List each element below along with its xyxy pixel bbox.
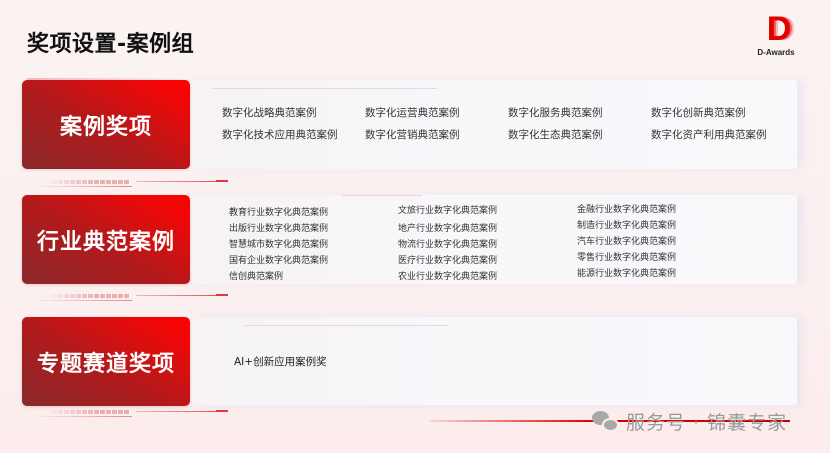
industry-item: 信创典范案例 xyxy=(229,272,284,282)
wechat-icon xyxy=(592,410,620,433)
award-item: 数字化服务典范案例 xyxy=(508,107,603,119)
watermark-text: 服务号 · 锦囊专家 xyxy=(626,412,788,434)
case-awards-grid: 数字化战略典范案例 数字化运营典范案例 数字化服务典范案例 数字化创新典范案例 … xyxy=(222,106,794,143)
industry-item: 国有企业数字化典范案例 xyxy=(229,256,329,266)
case-awards-panel: 数字化战略典范案例 数字化运营典范案例 数字化服务典范案例 数字化创新典范案例 … xyxy=(192,80,797,169)
industry-item: 制造行业数字化典范案例 xyxy=(577,221,677,231)
section-label-industry-cases: 行业典范案例 xyxy=(22,195,190,284)
section-case-awards: 案例奖项 数字化战略典范案例 数字化运营典范案例 数字化服务典范案例 数字化创新… xyxy=(22,80,797,169)
industry-item: 农业行业数字化典范案例 xyxy=(398,272,498,282)
panel-divider xyxy=(342,195,422,196)
industry-item: 能源行业数字化典范案例 xyxy=(577,269,677,279)
section-label-case-awards: 案例奖项 xyxy=(22,80,190,169)
industry-item: 教育行业数字化典范案例 xyxy=(229,208,329,218)
award-item: 数字化创新典范案例 xyxy=(651,107,746,119)
industry-item: 地产行业数字化典范案例 xyxy=(398,224,498,234)
connector-line xyxy=(136,295,226,296)
industry-item: 医疗行业数字化典范案例 xyxy=(398,256,498,266)
connector-cap xyxy=(216,180,228,182)
industry-cases-panel: 教育行业数字化典范案例 出版行业数字化典范案例 智慧城市数字化典范案例 国有企业… xyxy=(192,195,797,284)
connector-cap xyxy=(216,410,228,412)
connector-line xyxy=(136,181,226,182)
industry-column-3: 金融行业数字化典范案例 制造行业数字化典范案例 汽车行业数字化典范案例 零售行业… xyxy=(577,202,676,282)
topic-track-panel: AI+创新应用案例奖 xyxy=(192,317,797,405)
industry-item: 出版行业数字化典范案例 xyxy=(229,224,329,234)
d-awards-logo: D D-Awards xyxy=(757,10,798,57)
panel-divider xyxy=(244,325,449,326)
award-item: 数字化资产利用典范案例 xyxy=(651,129,767,141)
panel-divider xyxy=(212,88,437,89)
connector-dashes xyxy=(46,410,130,414)
industry-item: 金融行业数字化典范案例 xyxy=(577,205,677,215)
industry-item: 物流行业数字化典范案例 xyxy=(398,240,498,250)
section-connector xyxy=(30,293,230,303)
connector-base xyxy=(30,416,132,417)
award-item: 数字化生态典范案例 xyxy=(508,129,603,141)
connector-dashes xyxy=(46,294,130,298)
industry-item: 零售行业数字化典范案例 xyxy=(577,253,677,263)
connector-base xyxy=(30,300,132,301)
section-connector xyxy=(30,409,230,419)
industry-column-1: 教育行业数字化典范案例 出版行业数字化典范案例 智慧城市数字化典范案例 国有企业… xyxy=(229,205,328,285)
title-underline xyxy=(27,78,187,80)
award-item: 数字化运营典范案例 xyxy=(365,107,460,119)
connector-base xyxy=(30,186,132,187)
connector-cap xyxy=(216,294,228,296)
section-label-topic-track: 专题赛道奖项 xyxy=(22,317,190,406)
award-item: 数字化营销典范案例 xyxy=(365,129,460,141)
watermark: 服务号 · 锦囊专家 xyxy=(592,408,787,435)
award-item: 数字化战略典范案例 xyxy=(222,107,317,119)
section-topic-track-awards: 专题赛道奖项 AI+创新应用案例奖 xyxy=(22,317,797,406)
connector-line xyxy=(136,411,226,412)
industry-item: 汽车行业数字化典范案例 xyxy=(577,237,677,247)
section-industry-cases: 行业典范案例 教育行业数字化典范案例 出版行业数字化典范案例 智慧城市数字化典范… xyxy=(22,195,797,284)
connector-dashes xyxy=(46,180,130,184)
industry-item: 智慧城市数字化典范案例 xyxy=(229,240,329,250)
page-title: 奖项设置-案例组 xyxy=(27,32,195,57)
logo-d-icon: D xyxy=(766,10,792,48)
topic-award-item: AI+创新应用案例奖 xyxy=(234,356,327,368)
logo-text: D-Awards xyxy=(757,48,795,57)
industry-item: 文旅行业数字化典范案例 xyxy=(398,206,498,216)
industry-column-2: 文旅行业数字化典范案例 地产行业数字化典范案例 物流行业数字化典范案例 医疗行业… xyxy=(398,203,497,285)
section-connector xyxy=(30,179,230,189)
award-item: 数字化技术应用典范案例 xyxy=(222,129,338,141)
